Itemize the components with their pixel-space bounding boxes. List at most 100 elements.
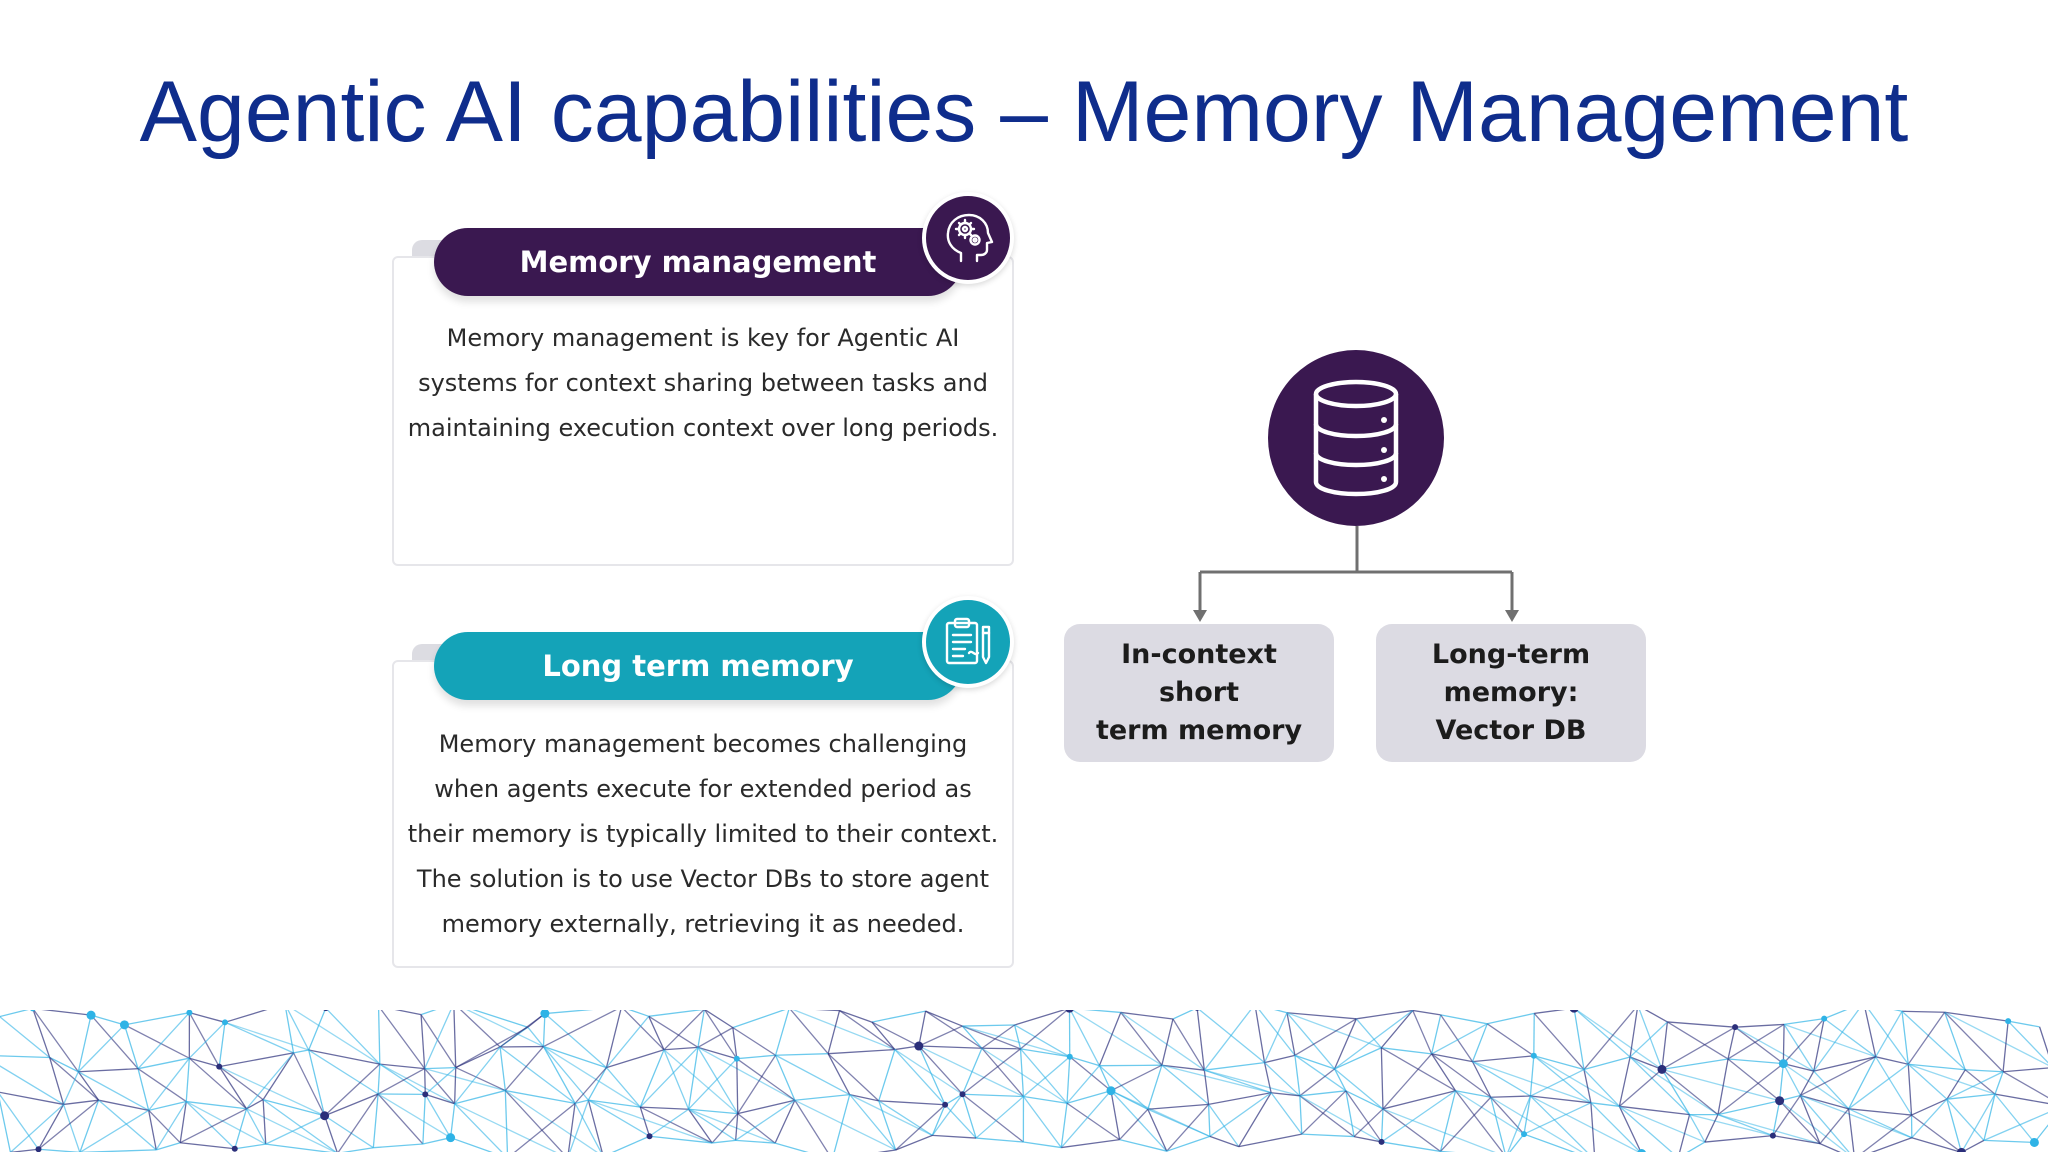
network-line — [1345, 1090, 1355, 1137]
network-line — [373, 1143, 423, 1149]
network-line — [1994, 1093, 2048, 1105]
network-line — [687, 1047, 699, 1110]
network-line — [1661, 1021, 1669, 1070]
network-line — [1098, 1065, 1149, 1110]
network-line — [78, 1068, 139, 1073]
network-line — [1902, 1010, 1945, 1013]
network-line — [449, 1103, 456, 1138]
network-node — [1106, 1086, 1116, 1096]
network-line — [543, 1045, 641, 1108]
network-line — [1334, 1010, 1414, 1070]
network-line — [1333, 1018, 1357, 1070]
network-node — [86, 1010, 96, 1020]
network-line — [1813, 1010, 1860, 1072]
network-line — [1147, 1103, 1209, 1110]
network-line — [1848, 1108, 1912, 1116]
network-line — [918, 1025, 963, 1047]
network-line — [697, 1027, 734, 1048]
network-line — [180, 1142, 235, 1150]
network-line — [1204, 1069, 1272, 1094]
network-node — [646, 1133, 653, 1140]
card-1-line-2: systems for context sharing between task… — [418, 369, 988, 397]
network-line — [1353, 1135, 1382, 1143]
card-1-line-3: maintaining execution context over long … — [407, 414, 999, 442]
network-line — [0, 1091, 64, 1106]
network-line — [504, 1090, 509, 1152]
network-line — [513, 1102, 576, 1152]
card-2-line-1: Memory management becomes challenging — [438, 730, 968, 758]
network-line — [0, 1065, 64, 1105]
network-line — [1911, 1114, 1962, 1152]
network-line — [453, 1010, 457, 1068]
network-line — [849, 1094, 879, 1102]
network-line — [588, 1099, 713, 1144]
network-line — [1060, 1103, 1068, 1148]
network-line — [567, 1103, 576, 1152]
network-line — [1066, 1056, 1071, 1104]
network-line — [1727, 1027, 1736, 1060]
network-line — [712, 1139, 736, 1144]
network-line — [308, 1049, 326, 1116]
network-line — [1907, 1064, 1913, 1116]
network-line — [377, 1068, 425, 1095]
network-line — [179, 1108, 247, 1144]
network-line — [878, 1100, 897, 1151]
network-line — [962, 1048, 1021, 1095]
network-line — [265, 1115, 325, 1145]
network-line — [774, 1100, 796, 1144]
network-line — [1533, 1012, 1585, 1070]
network-line — [1661, 1058, 1729, 1071]
network-line — [1875, 1010, 1903, 1058]
network-node — [1956, 1147, 1966, 1152]
network-line — [148, 1110, 157, 1150]
network-line — [454, 1046, 501, 1105]
network-line — [1382, 1108, 1441, 1152]
network-line — [605, 1015, 650, 1069]
network-line — [790, 1010, 829, 1055]
network-line — [1209, 1135, 1239, 1148]
network-line — [454, 1067, 457, 1104]
network-line — [1689, 1114, 1774, 1137]
network-line — [878, 1049, 896, 1102]
network-line — [931, 1104, 946, 1136]
network-line — [1334, 1047, 1382, 1070]
network-line — [137, 1057, 190, 1070]
network-line — [308, 1049, 379, 1095]
network-line — [246, 1099, 264, 1110]
network-line — [1440, 1014, 1488, 1025]
network-line — [1994, 1071, 2004, 1095]
network-line — [1629, 1010, 1638, 1058]
network-line — [611, 1135, 650, 1152]
network-line — [794, 1099, 896, 1151]
network-line — [1071, 1010, 1163, 1066]
network-line — [1083, 1010, 1121, 1014]
network-line — [77, 1071, 149, 1111]
network-line — [1204, 1069, 1301, 1097]
network-line — [1161, 1064, 1272, 1094]
network-line — [454, 1103, 503, 1152]
network-line — [711, 1113, 739, 1144]
network-line — [466, 1010, 544, 1048]
network-line — [1667, 1021, 1736, 1028]
network-line — [1166, 1103, 1210, 1152]
network-line — [1334, 1068, 1347, 1092]
network-line — [1286, 1012, 1382, 1049]
network-line — [623, 1010, 665, 1051]
database-node — [1268, 350, 1444, 526]
network-line — [1023, 1095, 1068, 1104]
network-line — [1590, 1102, 1642, 1152]
network-line — [1014, 1024, 1071, 1058]
network-line — [1238, 1092, 1272, 1148]
network-line — [1203, 1010, 1252, 1071]
network-line — [188, 1021, 226, 1059]
network-line — [1813, 1056, 1876, 1072]
network-line — [1286, 1012, 1357, 1020]
network-line — [1490, 1096, 1584, 1152]
network-line — [1862, 1114, 1912, 1152]
network-line — [976, 1137, 1024, 1143]
network-line — [424, 1010, 452, 1069]
network-node — [1821, 1015, 1828, 1022]
network-line — [1994, 1093, 2035, 1143]
network-line — [1299, 1068, 1335, 1097]
